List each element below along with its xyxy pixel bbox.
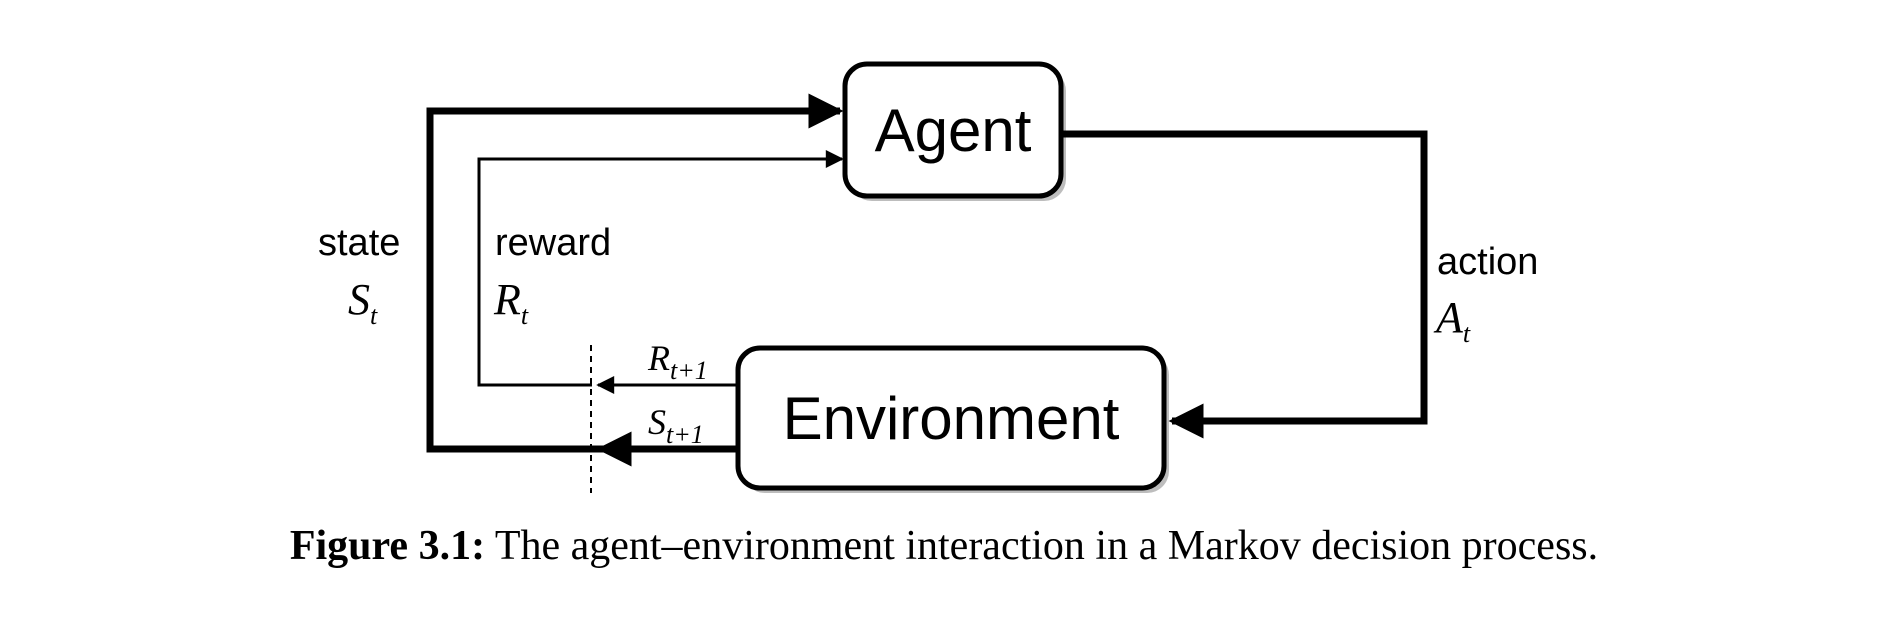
- state-symbol: St: [348, 275, 378, 330]
- reward-symbol: Rt: [493, 275, 529, 330]
- next-state-symbol: St+1: [648, 402, 704, 449]
- environment-label: Environment: [783, 385, 1120, 452]
- reward-arrow: [477, 150, 844, 387]
- caption-label: Figure 3.1:: [289, 523, 486, 569]
- action-label: action: [1437, 241, 1538, 283]
- action-symbol: At: [1433, 293, 1471, 348]
- state-label: state: [318, 222, 400, 264]
- state-arrow: [426, 93, 844, 453]
- agent-label: Agent: [875, 97, 1032, 164]
- reward-label: reward: [495, 222, 611, 264]
- figure-caption: Figure 3.1: The agent–environment intera…: [0, 522, 1888, 570]
- action-arrow: [1063, 130, 1428, 439]
- environment-node: Environment: [735, 345, 1169, 493]
- caption-text: The agent–environment interaction in a M…: [494, 523, 1599, 569]
- next-reward-symbol: Rt+1: [647, 338, 708, 385]
- agent-node: Agent: [842, 61, 1066, 201]
